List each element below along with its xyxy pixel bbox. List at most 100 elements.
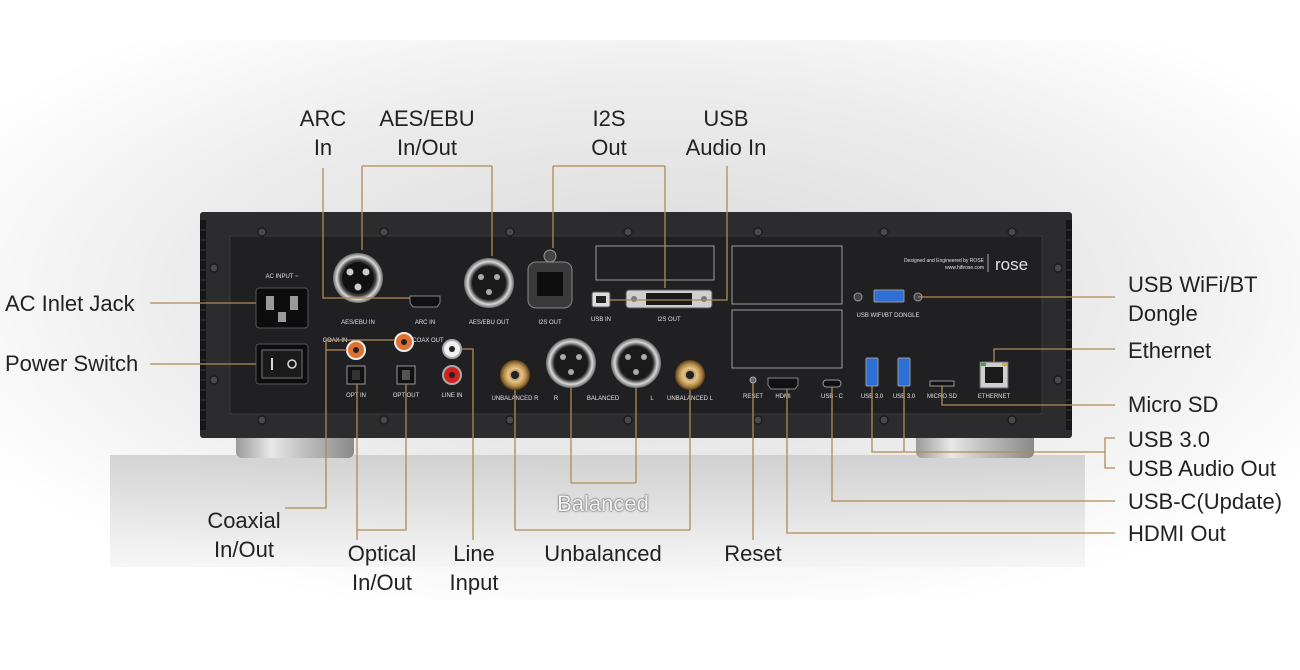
callout-usb-audio-in-line1: USB bbox=[703, 106, 749, 131]
callout-ethernet-line1: Ethernet bbox=[1128, 338, 1212, 363]
callout-reset-line1: Reset bbox=[724, 541, 782, 566]
leader-usb-audio-in bbox=[610, 166, 728, 301]
callout-usb-wifi-bt-line2: Dongle bbox=[1128, 301, 1198, 326]
panel-label-aes-ebu-out: AES/EBU OUT bbox=[469, 320, 510, 326]
callout-aes-ebu-line2: In/Out bbox=[397, 135, 457, 160]
callout-micro-sd-line1: Micro SD bbox=[1128, 392, 1219, 417]
callout-arc-in-line2: In bbox=[313, 135, 333, 160]
power-switch bbox=[255, 343, 309, 385]
panel-label-opt-in: OPT IN bbox=[346, 393, 366, 399]
arc-in-hdmi bbox=[409, 295, 441, 308]
panel-label-r: R bbox=[554, 396, 559, 402]
panel-label-arc-in: ARC IN bbox=[415, 320, 435, 326]
callout-usb-audio-in-line2: Audio In bbox=[685, 135, 767, 160]
pinout-diagrams bbox=[595, 245, 843, 369]
callout-coaxial-line2: In/Out bbox=[214, 537, 274, 562]
leader-arc-in bbox=[322, 168, 410, 299]
callout-aes-ebu: AES/EBU In/Out bbox=[379, 104, 474, 162]
coax-jacks bbox=[346, 332, 414, 360]
optical-jacks bbox=[346, 365, 416, 385]
panel-label-usb-wifi-bt: USB WIFI/BT DONGLE bbox=[857, 313, 920, 319]
leader-aes-ebu bbox=[361, 165, 493, 256]
callout-balanced-line1: Balanced bbox=[557, 491, 649, 516]
callout-usb-wifi-bt: USB WiFi/BT Dongle bbox=[1128, 270, 1258, 328]
callout-optical-line2: In/Out bbox=[352, 570, 412, 595]
callout-reset: Reset bbox=[724, 539, 781, 568]
usb30-ports bbox=[865, 357, 911, 387]
aes-ebu-in-connector bbox=[333, 253, 383, 303]
website-text: www.hifirose.com bbox=[945, 265, 984, 271]
leader-usb-c bbox=[831, 387, 1115, 502]
panel-label-i2s-out2: I2S OUT bbox=[657, 317, 681, 323]
callout-usb-audio-out: USB Audio Out bbox=[1128, 454, 1276, 483]
callout-usb-c-line1: USB-C(Update) bbox=[1128, 489, 1283, 514]
callout-ethernet: Ethernet bbox=[1128, 336, 1211, 365]
panel-label-i2s-out: I2S OUT bbox=[538, 320, 562, 326]
panel-label-hdmi: HDMI bbox=[775, 394, 791, 400]
callout-ac-inlet: AC Inlet Jack bbox=[5, 289, 135, 318]
callout-usb-audio-out-line1: USB Audio Out bbox=[1128, 456, 1276, 481]
callout-micro-sd: Micro SD bbox=[1128, 390, 1218, 419]
callout-arc-in-line1: ARC bbox=[299, 106, 347, 131]
callout-usb-wifi-bt-line1: USB WiFi/BT bbox=[1128, 272, 1258, 297]
ac-inlet-jack bbox=[255, 287, 309, 329]
callout-line-input-line1: Line bbox=[453, 541, 495, 566]
leader-lines bbox=[150, 165, 1115, 540]
ethernet-port bbox=[979, 361, 1009, 389]
brand-logo: rose bbox=[995, 255, 1028, 274]
callout-line-input: Line Input bbox=[450, 539, 499, 597]
leader-balanced bbox=[570, 388, 637, 484]
callout-coaxial: Coaxial In/Out bbox=[207, 506, 280, 564]
callout-unbalanced-line1: Unbalanced bbox=[544, 541, 662, 566]
callout-aes-ebu-line1: AES/EBU bbox=[379, 106, 475, 131]
callout-power-switch-line1: Power Switch bbox=[5, 351, 139, 376]
panel-label-usb-in: USB IN bbox=[591, 317, 611, 323]
callout-ac-inlet-line1: AC Inlet Jack bbox=[5, 291, 135, 316]
usb-in-port bbox=[591, 291, 611, 308]
i2s-out-dvi bbox=[625, 289, 713, 309]
callout-hdmi-out: HDMI Out bbox=[1128, 519, 1226, 548]
callout-usb30: USB 3.0 bbox=[1128, 425, 1210, 454]
panel-label-ethernet: ETHERNET bbox=[978, 394, 1011, 400]
callout-usb30-line1: USB 3.0 bbox=[1128, 427, 1210, 452]
usb-c-port bbox=[822, 379, 842, 388]
usb-wifi-bt-port bbox=[853, 289, 923, 303]
callout-usb-c: USB-C(Update) bbox=[1128, 487, 1282, 516]
panel-label-ac-input: AC INPUT ~ bbox=[265, 274, 299, 280]
callout-coaxial-line1: Coaxial bbox=[207, 508, 281, 533]
hdmi-out-port bbox=[767, 377, 799, 390]
leader-unbalanced bbox=[514, 390, 691, 531]
callout-optical: Optical In/Out bbox=[348, 539, 416, 597]
leader-usb30 bbox=[871, 386, 1115, 469]
micro-sd-slot bbox=[929, 380, 955, 387]
designed-by-text: Designed and Engineered by ROSE bbox=[904, 258, 985, 264]
i2s-out-rj45 bbox=[527, 249, 573, 309]
floor-reflection bbox=[110, 455, 1085, 567]
callout-balanced: Balanced bbox=[557, 489, 649, 518]
aes-ebu-out-connector bbox=[464, 258, 514, 308]
panel-label-balanced: BALANCED bbox=[587, 396, 620, 402]
panel-label-aes-ebu-in: AES/EBU IN bbox=[341, 320, 375, 326]
callout-power-switch: Power Switch bbox=[5, 349, 138, 378]
panel-label-l: L bbox=[650, 396, 654, 402]
unbalanced-l-jack bbox=[675, 360, 705, 390]
reset-button bbox=[749, 376, 757, 384]
callout-hdmi-out-line1: HDMI Out bbox=[1128, 521, 1226, 546]
callout-i2s-out: I2S Out bbox=[591, 104, 626, 162]
callout-arc-in: ARC In bbox=[300, 104, 346, 162]
balanced-l-xlr bbox=[611, 338, 661, 388]
leader-micro-sd bbox=[941, 386, 1115, 406]
callout-i2s-out-line1: I2S bbox=[592, 106, 626, 131]
leader-coaxial bbox=[285, 339, 395, 509]
leader-hdmi-out bbox=[786, 389, 1115, 534]
leader-line-input bbox=[461, 348, 474, 540]
callout-i2s-out-line2: Out bbox=[591, 135, 627, 160]
panel-label-coax-out: COAX OUT bbox=[412, 338, 444, 344]
unbalanced-r-jack bbox=[500, 360, 530, 390]
panel-label-line-in: LINE IN bbox=[441, 393, 462, 399]
leader-optical bbox=[356, 384, 407, 540]
balanced-r-xlr bbox=[546, 338, 596, 388]
callout-optical-line1: Optical bbox=[347, 541, 417, 566]
